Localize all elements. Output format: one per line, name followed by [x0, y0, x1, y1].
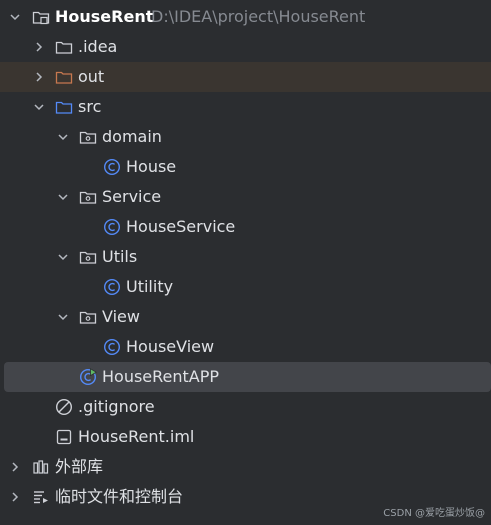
library-icon	[32, 458, 50, 476]
tree-label: src	[78, 97, 102, 116]
runnable-class-icon	[79, 368, 97, 386]
tree-label: HouseService	[126, 217, 236, 236]
tree-row-house[interactable]: House	[0, 152, 491, 182]
tree-row-out[interactable]: out	[0, 62, 491, 92]
ignore-file-icon	[55, 398, 73, 416]
tree-row-scratches[interactable]: 临时文件和控制台	[0, 482, 491, 512]
scratches-icon	[32, 488, 50, 506]
tree-label: House	[126, 157, 177, 176]
chevron-down-icon[interactable]	[56, 130, 70, 144]
tree-row-idea[interactable]: .idea	[0, 32, 491, 62]
tree-row-utility[interactable]: Utility	[0, 272, 491, 302]
tree-row-house-view[interactable]: HouseView	[0, 332, 491, 362]
project-name: HouseRent	[55, 7, 154, 26]
tree-row-external-libraries[interactable]: 外部库	[0, 452, 491, 482]
chevron-down-icon[interactable]	[56, 310, 70, 324]
package-icon	[79, 248, 97, 266]
tree-row-view[interactable]: View	[0, 302, 491, 332]
tree-label: Utility	[126, 277, 174, 296]
class-icon	[103, 278, 121, 296]
class-icon	[103, 218, 121, 236]
source-folder-icon	[55, 98, 73, 116]
package-icon	[79, 308, 97, 326]
tree-label: HouseView	[126, 337, 215, 356]
class-icon	[103, 338, 121, 356]
project-path: D:\IDEA\project\HouseRent	[151, 7, 366, 26]
tree-label: View	[102, 307, 140, 326]
folder-icon	[55, 38, 73, 56]
chevron-down-icon[interactable]	[32, 100, 46, 114]
tree-label: Utils	[102, 247, 138, 266]
chevron-right-icon[interactable]	[8, 460, 22, 474]
package-icon	[79, 188, 97, 206]
chevron-right-icon[interactable]	[32, 70, 46, 84]
tree-row-project-root[interactable]: HouseRent D:\IDEA\project\HouseRent	[0, 2, 491, 32]
tree-label: .gitignore	[78, 397, 155, 416]
chevron-right-icon[interactable]	[32, 40, 46, 54]
tree-row-house-rent-app[interactable]: HouseRentAPP	[4, 362, 491, 392]
tree-label: out	[78, 67, 105, 86]
tree-label: domain	[102, 127, 162, 146]
tree-row-iml[interactable]: HouseRent.iml	[0, 422, 491, 452]
tree-label: .idea	[78, 37, 118, 56]
tree-label: Service	[102, 187, 162, 206]
tree-label: 临时文件和控制台	[55, 487, 184, 506]
tree-row-domain[interactable]: domain	[0, 122, 491, 152]
excluded-folder-icon	[55, 68, 73, 86]
tree-row-gitignore[interactable]: .gitignore	[0, 392, 491, 422]
watermark: CSDN @爱吃蛋炒饭@	[383, 508, 485, 519]
tree-row-src[interactable]: src	[0, 92, 491, 122]
tree-label: HouseRentAPP	[102, 367, 220, 386]
module-folder-icon	[32, 8, 50, 26]
tree-label: 外部库	[55, 457, 104, 476]
class-icon	[103, 158, 121, 176]
chevron-right-icon[interactable]	[8, 490, 22, 504]
chevron-down-icon[interactable]	[56, 190, 70, 204]
chevron-down-icon[interactable]	[56, 250, 70, 264]
tree-row-house-service[interactable]: HouseService	[0, 212, 491, 242]
module-file-icon	[55, 428, 73, 446]
tree-label: HouseRent.iml	[78, 427, 195, 446]
chevron-down-icon[interactable]	[8, 10, 22, 24]
tree-row-utils[interactable]: Utils	[0, 242, 491, 272]
package-icon	[79, 128, 97, 146]
tree-row-service[interactable]: Service	[0, 182, 491, 212]
